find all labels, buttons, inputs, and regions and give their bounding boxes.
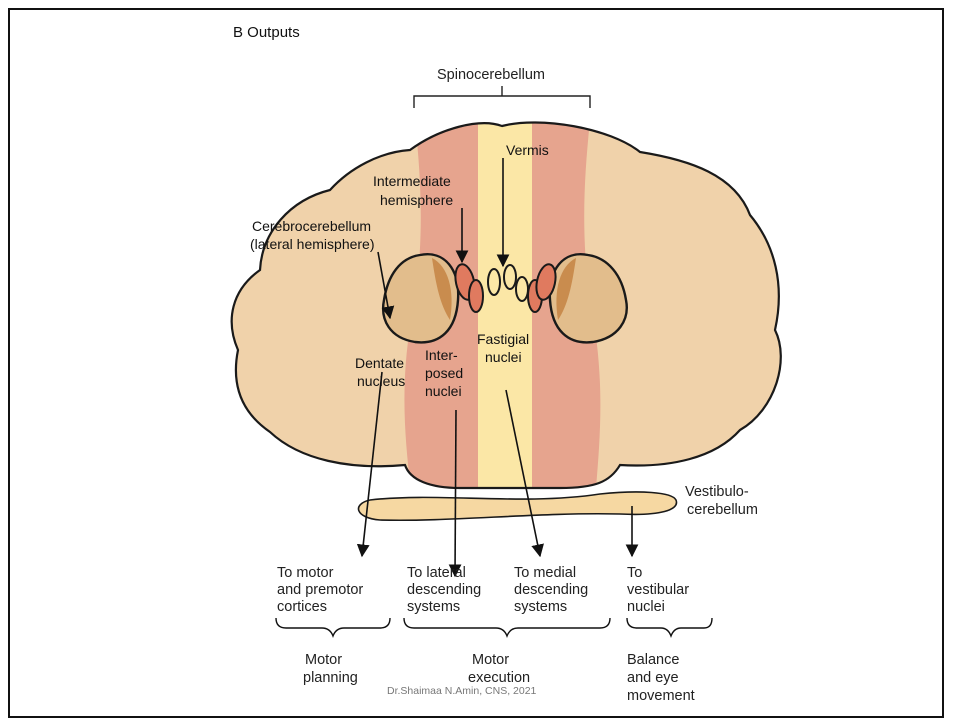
interposed-label: Inter- posed nuclei: [425, 347, 467, 399]
interposed-nucleus-left-b: [469, 280, 483, 312]
fastigial-nucleus-mid: [504, 265, 516, 289]
fastigial-nucleus-right: [516, 277, 528, 301]
brace-execution: [404, 618, 610, 636]
spinocerebellum-bracket: [414, 86, 590, 108]
output-vestibular-nuclei: To vestibular nuclei: [627, 565, 693, 615]
brace-planning: [276, 618, 390, 636]
vestibulocerebellum-label: Vestibulo- cerebellum: [685, 484, 758, 518]
vermis-zone: [478, 120, 532, 500]
interposed-output-arrow: [455, 410, 456, 576]
panel-title: B Outputs: [233, 24, 300, 41]
function-balance-eye-movement: Balance and eye movement: [627, 652, 695, 704]
output-lateral-descending: To lateral descending systems: [407, 565, 485, 615]
brace-balance: [627, 618, 712, 636]
fastigial-nucleus-left: [488, 269, 500, 295]
cerebellum-body: [232, 120, 781, 500]
footer-credit: Dr.Shaimaa N.Amin, CNS, 2021: [387, 685, 537, 697]
function-motor-planning: Motor planning: [303, 652, 358, 686]
vestibulocerebellum-region: [359, 492, 677, 520]
output-motor-cortices: To motor and premotor cortices: [277, 565, 367, 615]
vermis-label: Vermis: [506, 142, 549, 158]
function-motor-execution: Motor execution: [468, 652, 530, 686]
spinocerebellum-label: Spinocerebellum: [437, 67, 545, 83]
output-medial-descending: To medial descending systems: [514, 565, 592, 615]
